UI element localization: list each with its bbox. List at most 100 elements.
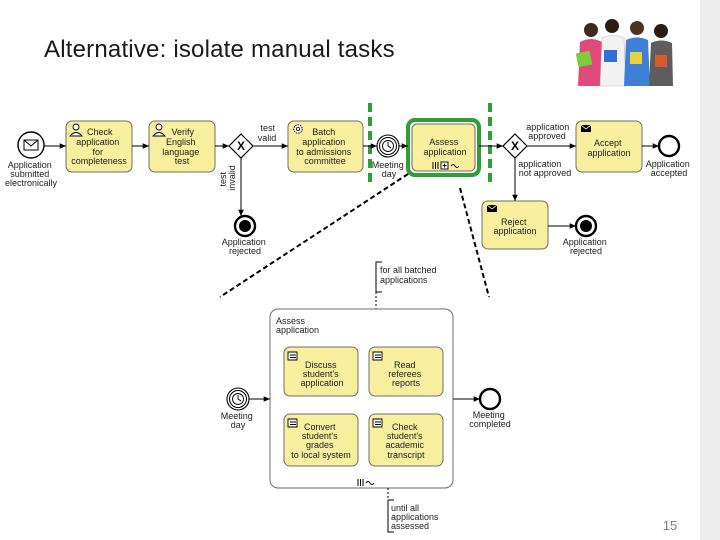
- svg-text:Assess application: Assess application: [276, 316, 319, 335]
- event-label-line: Application: [222, 237, 266, 247]
- gateway-application-approved: X application approved application not a…: [502, 122, 571, 178]
- svg-text:for all batched applic: for all batched applications: [380, 265, 439, 285]
- task-label-line: Convert: [304, 422, 336, 432]
- event-label-line: accepted: [651, 168, 688, 178]
- task-label-line: transcript: [387, 450, 425, 460]
- zoom-guide-lines: [219, 173, 490, 298]
- svg-text:Batch application: Batch application to admissions committe…: [296, 127, 354, 166]
- gateway-label: test: [260, 123, 275, 133]
- event-label-line: Meeting: [473, 410, 505, 420]
- task-label-line: student's: [387, 431, 423, 441]
- task-reject-application: Reject application: [481, 200, 549, 250]
- task-label-line: application: [302, 137, 345, 147]
- gateway-label: approved: [528, 131, 566, 141]
- task-convert-grades: Convert student's grades to local system: [283, 413, 359, 467]
- subprocess-title-line: Assess: [276, 316, 306, 326]
- task-label-line: to admissions: [296, 147, 352, 157]
- annotation-text-line: for all batched: [380, 265, 437, 275]
- task-label-line: application: [493, 226, 536, 236]
- svg-text:Meeting day: Meeting day: [372, 160, 407, 179]
- task-label-line: student's: [302, 431, 338, 441]
- svg-text:test valid: test valid: [258, 123, 278, 143]
- svg-text:Convert student's: Convert student's grades to local system: [291, 422, 351, 460]
- task-label-line: application: [76, 137, 119, 147]
- task-discuss-application: Discuss student's application: [283, 346, 359, 397]
- svg-text:Accept application: Accept application: [587, 138, 630, 158]
- task-label-line: Accept: [594, 138, 622, 148]
- start-event-application-submitted: Application submitted electronically: [5, 131, 58, 188]
- task-label-line: application: [587, 148, 630, 158]
- service-task-gear-icon: [293, 124, 303, 134]
- task-label-line: Check: [392, 422, 418, 432]
- task-label-line: English: [166, 137, 196, 147]
- task-label-line: for: [92, 147, 103, 157]
- user-task-icon: [152, 123, 166, 137]
- task-label-line: referees: [388, 369, 422, 379]
- task-verify-english: Verify English language test: [148, 120, 216, 173]
- gateway-label: not approved: [519, 168, 572, 178]
- task-batch-application: Batch application to admissions committe…: [287, 120, 364, 173]
- subprocess-timer-event-meeting-day: Meeting day: [221, 387, 256, 430]
- task-label-line: completeness: [71, 156, 127, 166]
- gateway-test-valid: X test valid test invalid: [218, 123, 278, 191]
- gateway-label: application: [526, 122, 569, 132]
- timer-event-meeting-day: Meeting day: [372, 134, 407, 179]
- annotation-until-all-assessed: until all applications assessed: [387, 488, 441, 533]
- start-event-label-line: electronically: [5, 178, 58, 188]
- gateway-label: valid: [258, 133, 277, 143]
- task-label-line: language: [162, 147, 199, 157]
- svg-text:Meeting day: Meeting day: [221, 411, 256, 430]
- multi-instance-marker-icon: [432, 162, 439, 169]
- svg-text:Application rejected: Application rejected: [222, 237, 269, 256]
- annotation-text-line: applications: [391, 512, 439, 522]
- annotation-text-line: assessed: [391, 521, 429, 531]
- gateway-x-icon: X: [237, 139, 245, 153]
- svg-text:test invalid: test invalid: [218, 165, 237, 191]
- task-label-line: Discuss: [305, 360, 337, 370]
- subprocess-title-line: application: [276, 325, 319, 335]
- task-label-line: to local system: [291, 450, 351, 460]
- annotation-for-all-batched: for all batched applications: [375, 261, 439, 309]
- end-event-application-accepted: Application accepted: [646, 134, 690, 178]
- task-check-application: Check application for completeness: [65, 120, 133, 173]
- end-event-application-rejected: Application rejected: [563, 214, 610, 256]
- slide-title: Alternative: isolate manual tasks: [44, 36, 395, 63]
- svg-text:Discuss student's: Discuss student's application: [300, 360, 343, 388]
- page-number: 15: [662, 518, 678, 533]
- svg-text:Read referees: Read referees reports: [388, 360, 424, 388]
- task-label-line: Check: [87, 127, 113, 137]
- svg-text:application not approv: application not approved: [518, 159, 571, 178]
- svg-text:Application rejected: Application rejected: [563, 237, 610, 256]
- manual-task-hand-icon: [287, 418, 298, 428]
- annotation-text-line: until all: [391, 503, 419, 513]
- task-label-line: reports: [392, 378, 421, 388]
- svg-text:Meeting completed: Meeting completed: [469, 410, 511, 429]
- user-task-icon: [69, 123, 83, 137]
- task-label-line: student's: [303, 369, 339, 379]
- task-label-line: Reject: [501, 217, 527, 227]
- manual-task-hand-icon: [372, 351, 383, 361]
- clock-icon: [382, 140, 394, 152]
- subprocess-plus-marker-icon: [440, 161, 449, 170]
- svg-text:Reject application: Reject application: [493, 217, 536, 236]
- annotation-text-line: applications: [380, 275, 428, 285]
- event-label-line: Application: [646, 159, 690, 169]
- task-check-transcript: Check student's academic transcript: [368, 413, 444, 467]
- task-accept-application: Accept application: [575, 120, 643, 173]
- svg-text:Assess application: Assess application: [423, 137, 466, 157]
- students-photo: [572, 19, 674, 90]
- start-event-label-line: Application: [8, 160, 52, 170]
- event-label-line: day: [231, 420, 246, 430]
- task-read-referees-reports: Read referees reports: [368, 346, 444, 397]
- event-label-line: day: [382, 169, 397, 179]
- main-sequence-flows: [44, 143, 659, 229]
- envelope-icon: [486, 204, 498, 212]
- task-label-line: committee: [304, 156, 346, 166]
- svg-text:until all applications: until all applications assessed: [391, 503, 441, 531]
- envelope-icon: [23, 139, 39, 151]
- gateway-label: invalid: [227, 165, 237, 191]
- envelope-icon: [580, 124, 592, 132]
- gateway-label: application: [518, 159, 561, 169]
